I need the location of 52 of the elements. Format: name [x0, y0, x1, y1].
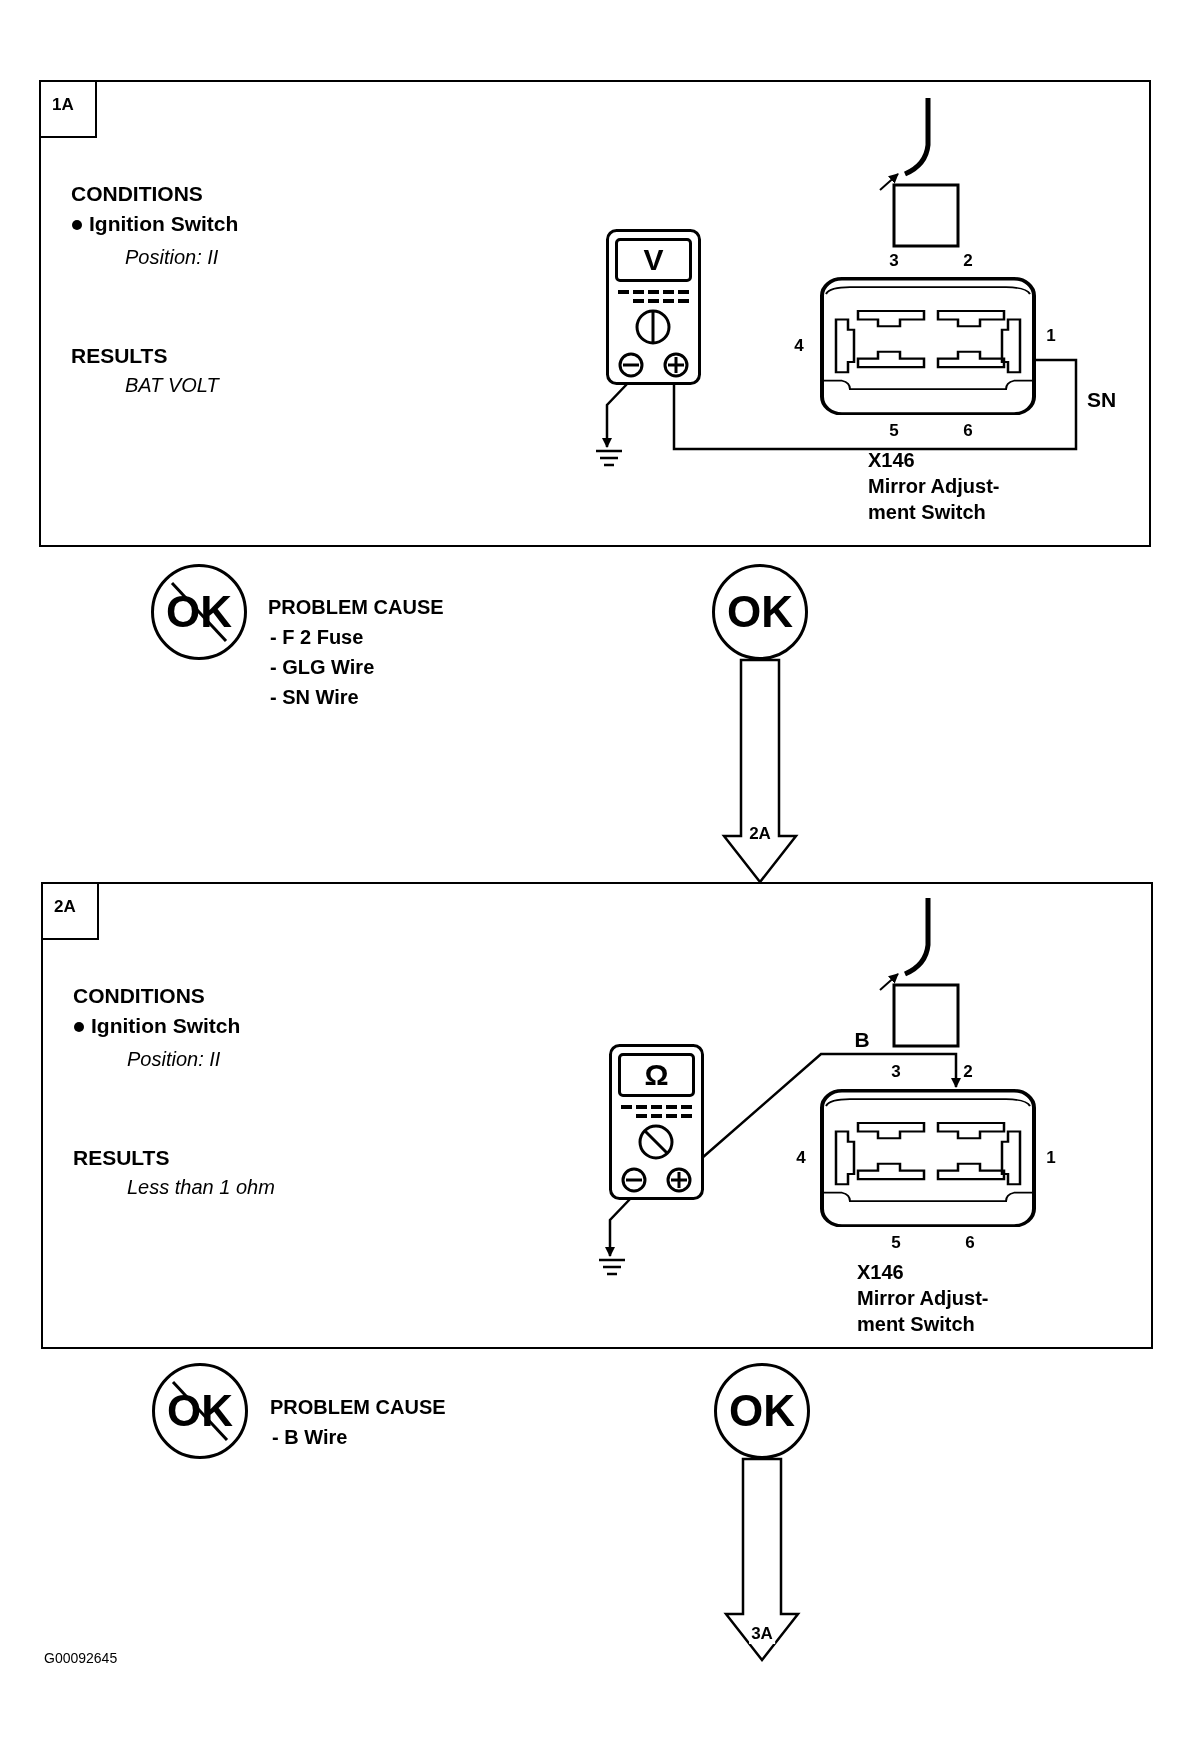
ok-symbol: OK — [714, 1363, 810, 1459]
multimeter-drawing — [609, 1044, 704, 1200]
test-step-panel — [39, 80, 1151, 547]
pin-number: 2 — [963, 1062, 973, 1082]
condition-detail: Position: II — [127, 1048, 221, 1071]
condition-item: Ignition Switch — [89, 212, 239, 236]
flow-arrow — [723, 1457, 801, 1663]
pin-number: 1 — [1046, 1148, 1056, 1168]
connector-code: X146 — [868, 448, 915, 473]
result-value: BAT VOLT — [125, 374, 219, 397]
ground-symbol — [599, 1258, 625, 1278]
multimeter-drawing — [606, 229, 701, 385]
meter-display: V — [615, 238, 692, 282]
pin-number: 4 — [794, 336, 804, 356]
problem-cause-heading: PROBLEM CAUSE — [270, 1396, 446, 1419]
section-heading: CONDITIONS — [73, 984, 205, 1008]
pin-number: 6 — [965, 1233, 975, 1253]
problem-cause-item: - GLG Wire — [270, 656, 375, 679]
pin-number: 6 — [963, 421, 973, 441]
section-heading: RESULTS — [73, 1146, 170, 1170]
problem-cause-item: - F 2 Fuse — [270, 626, 364, 649]
step-tag: 2A — [42, 883, 99, 940]
problem-cause-item: - SN Wire — [270, 686, 359, 709]
wire — [602, 382, 629, 448]
wire — [605, 1197, 632, 1257]
section-heading: RESULTS — [71, 344, 168, 368]
pin-number: 2 — [963, 251, 973, 271]
problem-cause-item: - B Wire — [272, 1426, 348, 1449]
connector-name: Mirror Adjust- ment Switch — [857, 1286, 990, 1337]
pin-number: 3 — [889, 251, 899, 271]
condition-detail: Position: II — [125, 246, 219, 269]
step-tag: 1A — [40, 81, 97, 138]
connector-code: X146 — [857, 1260, 904, 1285]
pin-number: 5 — [889, 421, 899, 441]
test-step-panel — [41, 882, 1153, 1349]
flow-arrow — [721, 658, 799, 885]
pin-number: 1 — [1046, 326, 1056, 346]
figure-code: G00092645 — [44, 1650, 118, 1666]
pin-number: 5 — [891, 1233, 901, 1253]
ground-symbol — [596, 449, 622, 469]
wire — [701, 1052, 961, 1159]
pin-number: 3 — [891, 1062, 901, 1082]
condition-item: Ignition Switch — [91, 1014, 241, 1038]
ok-symbol: OK — [712, 564, 808, 660]
wire — [672, 358, 1078, 451]
section-heading: CONDITIONS — [71, 182, 203, 206]
pin-number: 4 — [796, 1148, 806, 1168]
connector-name: Mirror Adjust- ment Switch — [868, 474, 1001, 525]
problem-cause-heading: PROBLEM CAUSE — [268, 596, 444, 619]
edge-label: 3A — [749, 1624, 775, 1644]
result-value: Less than 1 ohm — [127, 1176, 275, 1199]
meter-display: Ω — [618, 1053, 695, 1097]
